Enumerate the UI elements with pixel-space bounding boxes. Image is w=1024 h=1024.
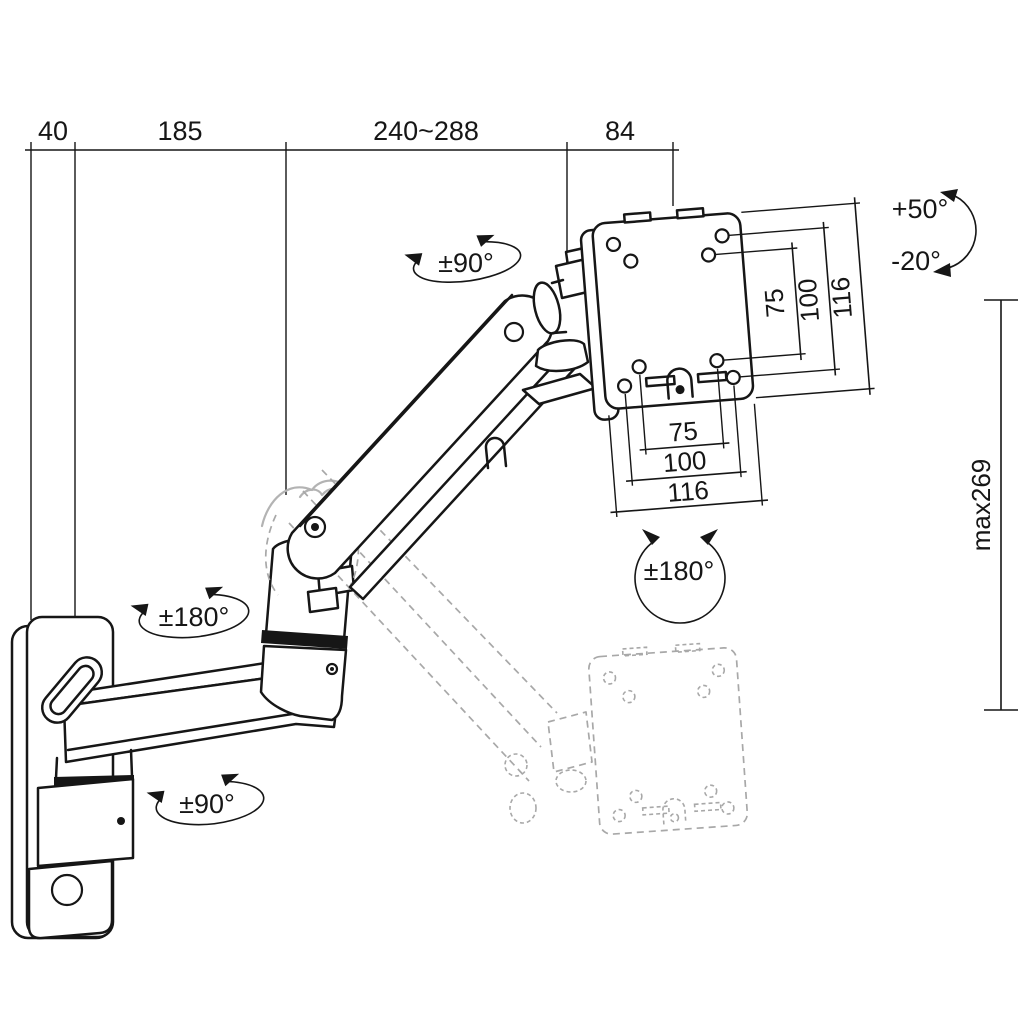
wall-plate-details (27, 656, 135, 940)
ghost-head-joint (547, 711, 593, 773)
upper-arm-body (286, 294, 554, 580)
ghost-arm-lowered (288, 469, 593, 824)
housing-screw (117, 817, 125, 825)
ghost-vesa-plate (587, 642, 749, 835)
dim-head: 84 (605, 116, 635, 146)
tilt-annotation: +50° -20° (891, 189, 977, 277)
vesa-h-inner: 75 (668, 415, 699, 447)
vesa-v-inner: 75 (758, 287, 790, 318)
pivot-housing (36, 777, 135, 868)
vesa-horizontal-dimensions: 75 100 116 (608, 368, 769, 518)
tilt-up-label: +50° (892, 194, 949, 224)
upper-joint-rotation (404, 234, 522, 284)
cable-hole (50, 873, 84, 907)
tilt-arc (947, 195, 977, 269)
vesa-v-mid: 100 (792, 277, 825, 323)
upper-arm (286, 293, 578, 601)
dim-first-arm: 185 (157, 116, 202, 146)
vesa-h-mid: 100 (662, 445, 708, 478)
height-range-dimension: max269 (966, 299, 1018, 711)
top-dimension-chain: 40 185 240~288 84 (25, 116, 679, 658)
cable-clip (484, 436, 508, 470)
vesa-plate-group: 75 100 116 75 100 116 (579, 197, 875, 518)
plate-swivel-label: ±180° (644, 556, 715, 586)
dim-wall-offset: 40 (38, 116, 68, 146)
max-height-label: max269 (966, 459, 996, 552)
vesa-v-outer: 116 (825, 276, 858, 320)
vesa-h-outer: 116 (666, 475, 710, 508)
plate-hook (666, 367, 694, 400)
plate-swivel-rotation (634, 529, 726, 624)
keyhole-slot (40, 656, 104, 724)
elbow-rotation-label: ±180° (159, 602, 230, 632)
dim-second-arm: 240~288 (373, 116, 479, 146)
wall-joint-rotation (146, 773, 265, 826)
vesa-vertical-dimensions: 75 100 116 (714, 197, 875, 399)
arm-top-hole (503, 321, 525, 343)
tilt-down-label: -20° (891, 246, 941, 276)
wall-joint-rotation-label: ±90° (179, 789, 235, 819)
elbow-rotation (130, 586, 250, 639)
upper-joint-rotation-label: ±90° (438, 248, 494, 278)
